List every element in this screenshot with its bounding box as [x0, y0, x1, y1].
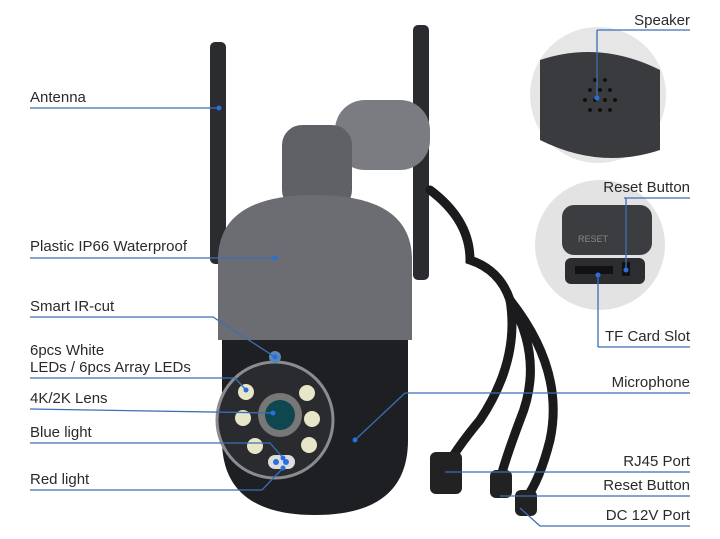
label-smart-ir-cut: Smart IR-cut: [30, 298, 115, 315]
reset-inset-text: RESET: [578, 234, 609, 244]
left-antenna: [210, 42, 226, 264]
label-microphone: Microphone: [611, 374, 690, 391]
wall-mount: [335, 100, 430, 170]
lens: [265, 400, 295, 430]
label-rj45-port: RJ45 Port: [623, 453, 690, 470]
label-leds-line2: LEDs / 6pcs Array LEDs: [30, 359, 191, 376]
status-light: [268, 455, 295, 469]
leader-dots: [216, 95, 629, 471]
label-tf-card-slot: TF Card Slot: [604, 328, 690, 345]
dc-connector: [515, 490, 537, 516]
speaker-inset: [530, 27, 666, 163]
label-plastic-ip66: Plastic IP66 Waterproof: [30, 238, 188, 255]
cables: [425, 185, 558, 505]
label-reset-button-top: Reset Button: [603, 179, 690, 196]
label-dc-12v-port: DC 12V Port: [605, 507, 690, 524]
reset-connector: [490, 470, 512, 498]
label-reset-button-bottom: Reset Button: [603, 477, 690, 494]
label-speaker: Speaker: [634, 12, 690, 29]
label-red-light: Red light: [30, 471, 90, 488]
label-antenna: Antenna: [30, 89, 86, 106]
leader-lines: [29, 29, 690, 527]
dome-upper: [218, 195, 412, 340]
label-leds-line1: 6pcs White: [30, 342, 105, 359]
rj45-connector: [430, 452, 462, 494]
label-blue-light: Blue light: [30, 424, 92, 441]
label-lens: 4K/2K Lens: [30, 390, 108, 407]
neck: [282, 125, 352, 210]
reset-tf-inset: RESET: [535, 180, 665, 310]
